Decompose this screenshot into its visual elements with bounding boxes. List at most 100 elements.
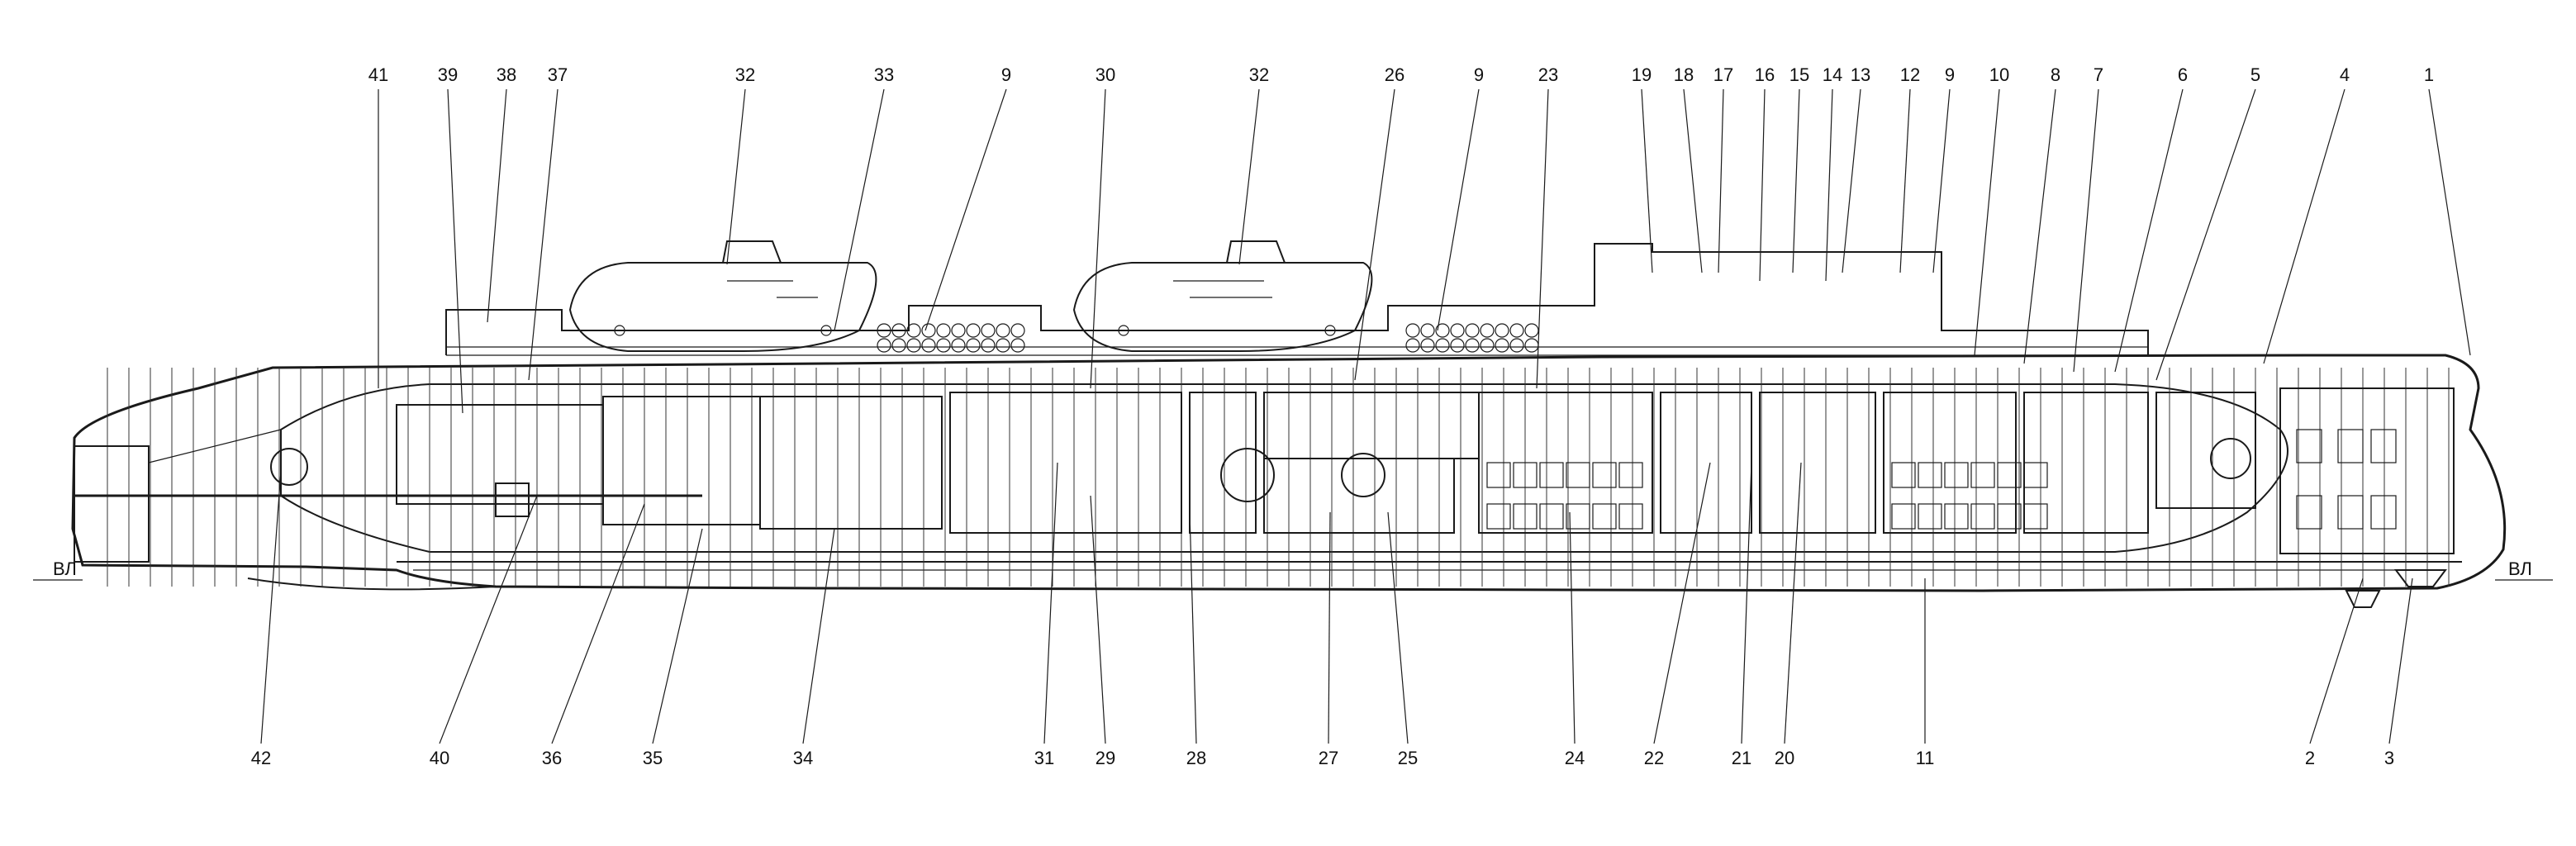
leader-line <box>1899 88 1911 273</box>
leader-line <box>447 88 463 414</box>
leader-line <box>1842 88 1861 273</box>
internal-compartments <box>74 387 2455 554</box>
callout-top-4: 4 <box>2340 64 2350 85</box>
leader-line <box>1683 88 1703 273</box>
callout-top-10: 10 <box>1989 64 2009 85</box>
callout-top-23: 23 <box>1538 64 1558 85</box>
leader-line <box>802 528 835 744</box>
waterline-label-right: ВЛ <box>2508 558 2532 579</box>
leader-line <box>1090 495 1106 744</box>
callout-top-30: 30 <box>1096 64 1115 85</box>
leader-line <box>2388 577 2413 744</box>
leader-line <box>1090 88 1106 389</box>
leader-line <box>2114 88 2184 373</box>
callout-top-33: 33 <box>874 64 894 85</box>
leader-line <box>1238 88 1260 265</box>
callout-bottom-28: 28 <box>1186 748 1206 768</box>
stern-section <box>74 429 282 563</box>
leader-line <box>551 503 645 744</box>
callout-top-17: 17 <box>1713 64 1733 85</box>
callout-bottom-40: 40 <box>430 748 449 768</box>
missile-rack-forward <box>1405 323 1539 353</box>
leader-line <box>528 88 558 381</box>
callout-top-5: 5 <box>2250 64 2260 85</box>
leader-line <box>1536 88 1549 389</box>
leader-line <box>1354 88 1395 381</box>
callout-bottom-20: 20 <box>1775 748 1794 768</box>
callout-top-8: 8 <box>2051 64 2060 85</box>
callout-bottom-3: 3 <box>2384 748 2394 768</box>
leader-line <box>2263 88 2345 364</box>
callout-top-9: 9 <box>1474 64 1484 85</box>
callout-top-15: 15 <box>1789 64 1809 85</box>
callout-top-7: 7 <box>2094 64 2103 85</box>
leader-line <box>1569 511 1576 744</box>
leader-line <box>2155 88 2256 381</box>
leader-line <box>2309 577 2364 744</box>
callout-top-32: 32 <box>1249 64 1269 85</box>
leader-line <box>726 88 746 265</box>
callout-top-12: 12 <box>1900 64 1920 85</box>
callout-bottom-35: 35 <box>643 748 663 768</box>
callout-bottom-24: 24 <box>1565 748 1585 768</box>
callout-top-32: 32 <box>735 64 755 85</box>
frame-lines <box>107 368 2450 587</box>
waterline-label-left: ВЛ <box>53 558 77 579</box>
callout-bottom-27: 27 <box>1319 748 1338 768</box>
leader-line <box>1825 88 1833 282</box>
leader-line <box>1974 88 2000 356</box>
missile-rack-aft <box>877 323 1025 353</box>
midget-submarine-forward <box>1072 240 1373 352</box>
callout-top-13: 13 <box>1851 64 1870 85</box>
leader-line <box>1328 511 1331 744</box>
leader-line <box>1718 88 1724 273</box>
callout-top-41: 41 <box>368 64 388 85</box>
leader-line <box>1792 88 1800 273</box>
leader-line <box>439 495 538 744</box>
superstructure <box>445 243 2445 356</box>
midget-submarine-aft <box>568 240 877 352</box>
hull <box>33 354 2553 592</box>
leader-line <box>1641 88 1653 273</box>
leader-line <box>2073 88 2099 373</box>
callout-top-14: 14 <box>1823 64 1842 85</box>
leader-line <box>2023 88 2056 364</box>
callout-bottom-31: 31 <box>1034 748 1054 768</box>
leader-line <box>1387 511 1409 744</box>
callout-top-26: 26 <box>1385 64 1404 85</box>
callout-top-9: 9 <box>1945 64 1955 85</box>
leader-line <box>1741 462 1752 744</box>
leader-line <box>2428 88 2471 356</box>
callout-top-16: 16 <box>1755 64 1775 85</box>
leader-line <box>652 528 703 744</box>
leader-line <box>1932 88 1951 273</box>
leader-line <box>1043 462 1058 744</box>
callout-bottom-11: 11 <box>1916 748 1935 768</box>
leader-line <box>1784 462 1802 744</box>
callout-top-38: 38 <box>497 64 516 85</box>
callout-bottom-42: 42 <box>251 748 271 768</box>
leader-line <box>487 88 507 323</box>
leader-line <box>924 88 1007 331</box>
callout-top-19: 19 <box>1632 64 1652 85</box>
leader-line <box>1189 511 1197 744</box>
leader-line <box>834 88 885 331</box>
callout-top-37: 37 <box>548 64 568 85</box>
callout-top-9: 9 <box>1001 64 1011 85</box>
callout-bottom-29: 29 <box>1096 748 1115 768</box>
callout-bottom-36: 36 <box>542 748 562 768</box>
callout-top-39: 39 <box>438 64 458 85</box>
callout-top-6: 6 <box>2178 64 2188 85</box>
leader-line <box>260 470 282 744</box>
callout-bottom-21: 21 <box>1732 748 1751 768</box>
callout-bottom-22: 22 <box>1644 748 1664 768</box>
leader-line <box>1759 88 1766 282</box>
callout-bottom-2: 2 <box>2305 748 2315 768</box>
leader-line <box>1653 462 1711 744</box>
callout-top-1: 1 <box>2424 64 2434 85</box>
leader-line <box>1437 88 1480 331</box>
callout-bottom-34: 34 <box>793 748 813 768</box>
callout-top-18: 18 <box>1674 64 1694 85</box>
